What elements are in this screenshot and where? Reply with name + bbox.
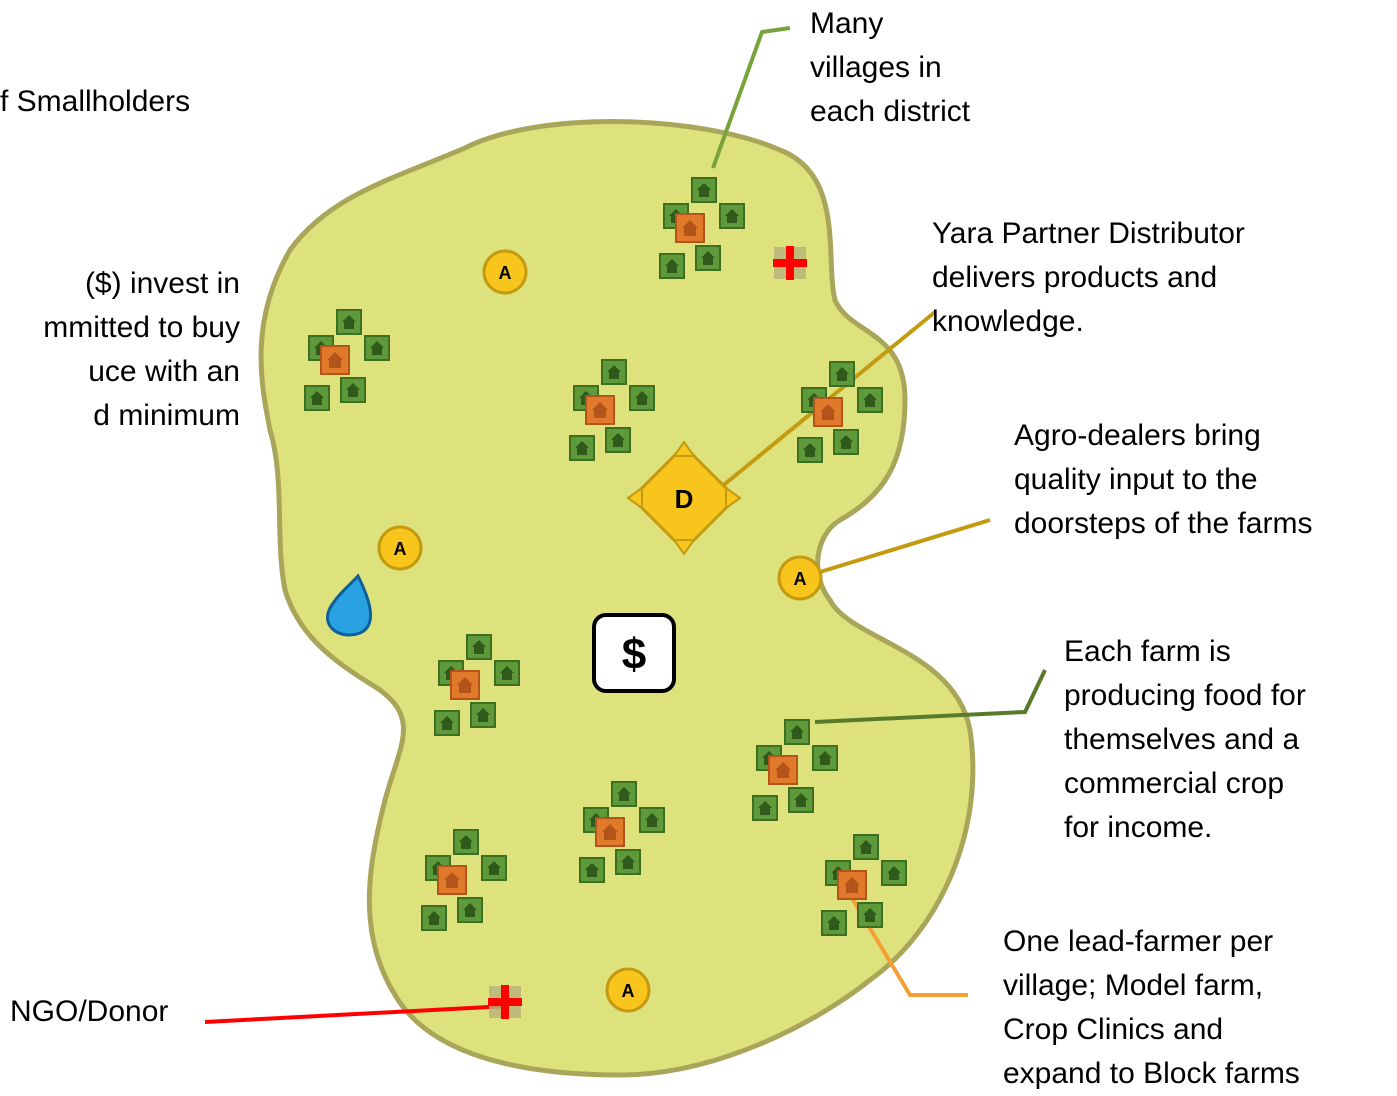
label-distributor: Yara Partner Distributor delivers produc… bbox=[932, 217, 1245, 338]
agro-dealer-icon: A bbox=[482, 249, 528, 295]
agro-dealer-letter: A bbox=[622, 981, 635, 1001]
water-drop-icon bbox=[326, 573, 373, 637]
label-ngo-donor: NGO/Donor bbox=[10, 995, 169, 1028]
label-investors-partial: ($) invest in mmitted to buy uce with an… bbox=[43, 267, 240, 432]
agro-dealer-letter: A bbox=[394, 539, 407, 559]
money-icon: $ bbox=[592, 613, 676, 693]
agro-dealer-letter: A bbox=[499, 263, 512, 283]
label-lead-farmer: One lead-farmer per village; Model farm,… bbox=[1003, 925, 1300, 1090]
distributor-letter: D bbox=[675, 484, 694, 514]
label-villages: Many villages in each district bbox=[810, 7, 971, 128]
agro-dealer-icon: A bbox=[777, 555, 823, 601]
agro-dealer-icon: A bbox=[377, 525, 423, 571]
money-symbol: $ bbox=[622, 630, 646, 679]
leader-line-lead-farmer bbox=[848, 893, 968, 997]
agro-dealer-icon: A bbox=[605, 967, 651, 1013]
label-smallholders-partial: f Smallholders bbox=[0, 85, 191, 118]
leader-line-farm bbox=[814, 669, 1047, 724]
leader-line-agro-dealer bbox=[819, 518, 991, 574]
red-cross-icon bbox=[773, 246, 807, 280]
agro-dealer-letter: A bbox=[794, 569, 807, 589]
label-each-farm: Each farm is producing food for themselv… bbox=[1064, 635, 1306, 844]
red-cross-icon bbox=[488, 985, 522, 1019]
distributor-icon: D bbox=[626, 440, 742, 556]
label-agro-dealers: Agro-dealers bring quality input to the … bbox=[1014, 419, 1313, 540]
district-area bbox=[258, 119, 976, 1078]
leader-line-ngo bbox=[204, 1004, 509, 1024]
leader-line-villages bbox=[711, 26, 791, 169]
